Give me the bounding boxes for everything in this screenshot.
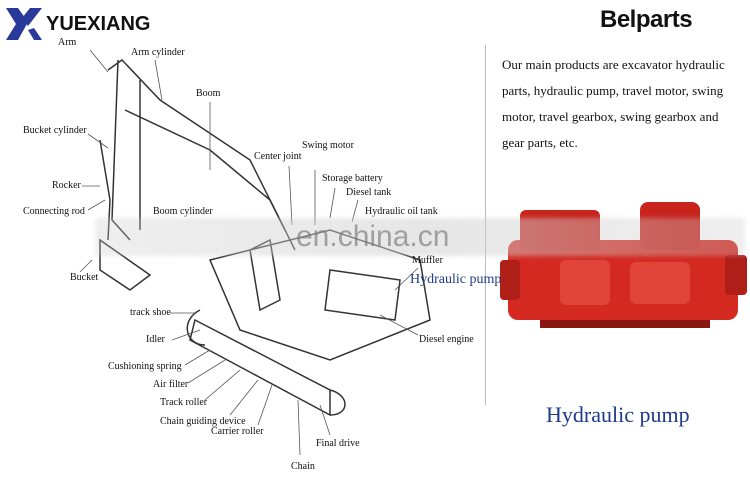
label-bucket: Bucket [70,272,99,283]
watermark-band [95,218,745,256]
label-hydraulic-pump: Hydraulic pump [410,272,502,287]
label-center-joint: Center joint [254,151,302,162]
label-air-filter: Air filter [153,379,189,390]
product-description: Our main products are excavator hydrauli… [502,57,725,150]
label-bucket-cylinder: Bucket cylinder [23,125,87,136]
label-boom-cylinder: Boom cylinder [153,206,213,217]
label-chain: Chain [291,461,315,472]
label-chain-guiding-device: Chain guiding device [160,416,246,427]
label-muffler: Muffler [412,255,443,266]
label-connecting-rod: Connecting rod [23,206,85,217]
label-carrier-roller: Carrier roller [211,426,264,437]
label-rocker: Rocker [52,180,81,191]
label-arm: Arm [58,37,77,48]
label-boom: Boom [196,88,221,99]
yuexiang-logo: YUEXIANG [4,6,150,42]
label-diesel-engine: Diesel engine [419,334,474,345]
yuexiang-logo-icon [6,8,42,40]
label-track-shoe: track shoe [130,307,171,318]
label-swing-motor: Swing motor [302,140,354,151]
label-storage-battery: Storage battery [322,173,383,184]
watermark: en.china.cn [296,220,450,253]
label-cushioning-spring: Cushioning spring [108,361,182,372]
label-arm-cylinder: Arm cylinder [131,47,185,58]
label-idler: Idler [146,334,165,345]
belparts-logo: Belparts [600,6,693,33]
pump-caption: Hydraulic pump [546,402,690,427]
label-final-drive: Final drive [316,438,360,449]
hydraulic-pump-image [500,202,747,328]
label-hydraulic-oil-tank: Hydraulic oil tank [365,206,438,217]
label-track-roller: Track roller [160,397,208,408]
label-diesel-tank: Diesel tank [346,187,392,198]
